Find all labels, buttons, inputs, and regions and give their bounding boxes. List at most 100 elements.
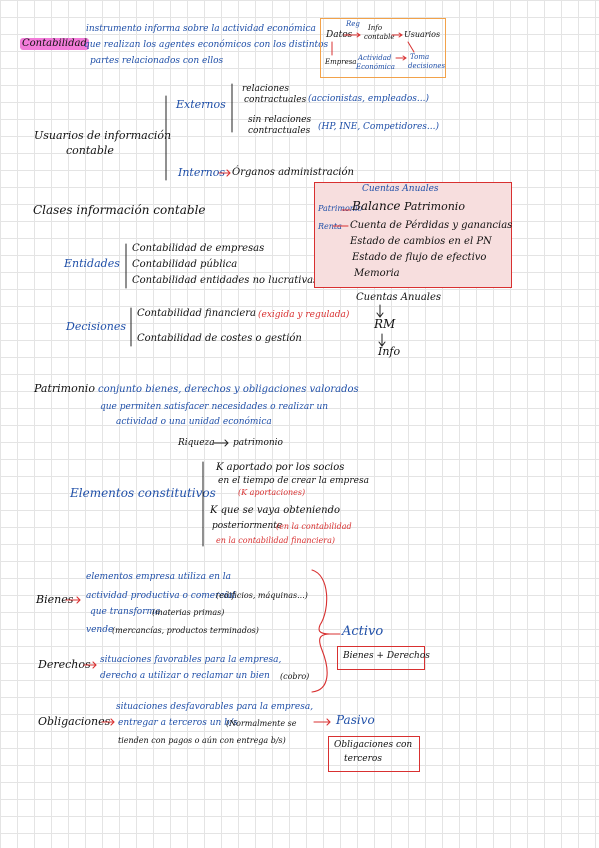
derechos-def-line1: situaciones favorables para la empresa, — [100, 655, 282, 665]
cuenta-ecpn: Estado de cambios en el PN — [350, 236, 492, 247]
sin-relaciones-note: (HP, INE, Competidores...) — [318, 122, 439, 132]
elemento-posteriormente-note: (en la contabilidad — [276, 522, 352, 531]
decision-financiera: Contabilidad financiera — [137, 308, 257, 319]
activo-label: Activo — [342, 624, 384, 639]
pasivo-label: Pasivo — [336, 713, 375, 727]
derechos-def-line2-note: (cobro) — [280, 672, 310, 681]
obligaciones-term: Obligaciones — [38, 715, 111, 728]
bienes-def-line2-note: (edificios, máquinas...) — [216, 591, 308, 600]
obligaciones-def-line2-note: (Normalmente se — [226, 719, 297, 728]
elementos-constitutivos: Elementos constitutivos — [70, 486, 216, 500]
decision-costes: Contabilidad de costes o gestión — [137, 333, 302, 344]
contabilidad-def-line2: que realizan los agentes económicos con … — [84, 40, 329, 50]
riqueza-result: patrimonio — [233, 438, 283, 448]
diagram-arrow-2 — [391, 32, 403, 38]
cuenta-pyg: Cuenta de Pérdidas y ganancias — [350, 220, 513, 231]
obligaciones-arrow — [101, 718, 115, 726]
activos-curly-brace — [311, 569, 331, 693]
riqueza-arrow — [213, 439, 229, 447]
diagram-arrow-5 — [407, 41, 415, 53]
pasivo-box — [328, 736, 420, 772]
cuenta-balance-patrimonio: Patrimonio — [404, 200, 465, 213]
patrimonio-def-line3: actividad o una unidad económica — [116, 417, 272, 427]
flow-cuentas-anuales: Cuentas Anuales — [356, 292, 442, 303]
cuenta-balance: Balance — [352, 199, 401, 213]
flow-arrow-down-1 — [376, 304, 384, 318]
flow-arrow-down-2 — [378, 333, 386, 347]
con-relaciones-note: (accionistas, empleados...) — [308, 94, 429, 104]
activo-box — [337, 646, 425, 670]
usuarios-internos: Internos — [178, 166, 225, 179]
elemento-k-aportaciones: (K aportaciones) — [238, 488, 306, 497]
cuenta-memoria: Memoria — [354, 268, 400, 279]
contabilidad-term: Contabilidad — [20, 38, 89, 50]
bienes-def-line1: elementos empresa utiliza en la — [86, 572, 232, 582]
diagram-contable: contable — [364, 33, 395, 41]
decision-financiera-note: (exigida y regulada) — [258, 310, 350, 320]
diagram-info: Info — [368, 24, 383, 32]
elemento-contab-financiera: en la contabilidad financiera) — [216, 536, 335, 545]
obligaciones-def-line1: situaciones desfavorables para la empres… — [116, 702, 314, 712]
cuenta-efe: Estado de flujo de efectivo — [352, 252, 487, 263]
diagram-economica: Económica — [356, 63, 395, 71]
bienes-def-line4: vende — [86, 625, 114, 635]
renta-tag: Renta — [318, 222, 342, 231]
diagram-decisiones: decisiones — [408, 62, 446, 70]
cuentas-anuales-title: Cuentas Anuales — [362, 184, 439, 194]
elemento-k-obtenido: K que se vaya obteniendo — [210, 505, 340, 516]
diagram-reg: Reg — [346, 20, 360, 28]
cuentas-anuales-box — [314, 182, 512, 288]
con-relaciones-line2: contractuales — [244, 95, 307, 105]
elemento-k-aportado-detail: en el tiempo de crear la empresa — [218, 476, 369, 486]
derechos-def-line2: derecho a utilizar o reclamar un bien — [100, 671, 270, 681]
elemento-k-aportado: K aportado por los socios — [216, 462, 345, 473]
obligaciones-def-line3: tienden con pagos o aún con entrega b/s) — [118, 736, 286, 745]
contabilidad-def-line3: partes relacionados con ellos — [90, 56, 224, 66]
derechos-term: Derechos — [38, 658, 91, 671]
bienes-def-line4-note: (mercancías, productos terminados) — [112, 626, 259, 635]
patrimonio-def-line2: que permiten satisfacer necesidades o re… — [100, 402, 329, 412]
bienes-arrow — [65, 596, 81, 604]
pasivo-box-line1: Obligaciones con — [334, 740, 413, 750]
info-flow-diagram — [320, 18, 446, 78]
activo-box-text: Bienes + Derechos — [343, 651, 430, 661]
usuarios-title-line1: Usuarios de información — [34, 129, 172, 142]
flow-rm: RM — [374, 317, 396, 331]
internos-arrow — [218, 169, 231, 177]
clases-title: Clases información contable — [33, 203, 206, 217]
pasivo-arrow — [313, 718, 331, 726]
entidad-publica: Contabilidad pública — [132, 259, 238, 270]
riqueza-label: Riqueza — [178, 438, 215, 448]
usuarios-title-line2: contable — [66, 144, 114, 157]
diagram-actividad: Actividad — [358, 54, 392, 62]
bienes-term: Bienes — [36, 593, 74, 606]
organos-administracion: Órganos administración — [232, 167, 354, 178]
patrimonio-def-line1: conjunto bienes, derechos y obligaciones… — [98, 384, 359, 395]
diagram-usuarios: Usuarios — [404, 30, 441, 39]
entidad-empresas: Contabilidad de empresas — [132, 243, 265, 254]
sin-relaciones-line2: contractuales — [248, 126, 311, 136]
sin-relaciones-line1: sin relaciones — [248, 115, 312, 125]
diagram-toma: Toma — [410, 53, 430, 61]
bienes-def-line2: actividad productiva o comercial — [86, 591, 236, 601]
entidad-no-lucrativas: Contabilidad entidades no lucrativas — [132, 275, 319, 286]
diagram-arrow-4 — [395, 55, 407, 61]
patrimonio-term: Patrimonio — [34, 382, 95, 395]
bienes-def-line3: que transforma — [90, 607, 161, 617]
obligaciones-def-line2: entregar a terceros un b/s — [118, 718, 238, 728]
elemento-posteriormente: posteriormente — [212, 521, 283, 531]
diagram-empresa: Empresa — [325, 58, 357, 66]
usuarios-externos: Externos — [176, 98, 226, 111]
pasivo-box-line2: terceros — [344, 754, 382, 764]
derechos-arrow — [83, 661, 97, 669]
contabilidad-def-line1: instrumento informa sobre la actividad e… — [86, 24, 316, 34]
flow-info: Info — [378, 345, 401, 358]
diagram-arrow-1 — [343, 32, 361, 38]
clases-decisiones: Decisiones — [66, 320, 127, 333]
con-relaciones-line1: relaciones — [242, 84, 289, 94]
patrimonio-tag: Patrimonio — [318, 204, 363, 213]
clases-entidades: Entidades — [64, 257, 120, 270]
diagram-datos: Datos — [326, 30, 353, 40]
